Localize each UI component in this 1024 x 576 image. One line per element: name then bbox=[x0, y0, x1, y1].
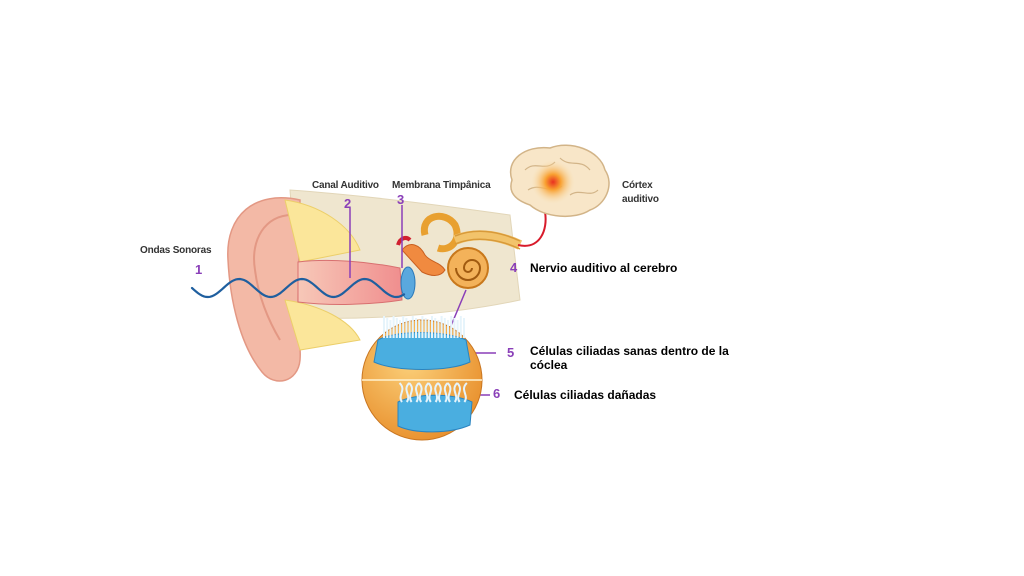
semicircular-canals bbox=[420, 212, 461, 253]
damaged-hair-cell bbox=[463, 382, 468, 403]
damaged-cells-base bbox=[397, 394, 473, 433]
outer-ear-fold bbox=[253, 214, 293, 341]
damaged-hair-cell bbox=[443, 382, 449, 403]
cochlea-spiral bbox=[455, 259, 482, 281]
ear-tissue bbox=[284, 199, 361, 263]
damaged-hair-cell bbox=[405, 382, 411, 403]
eardrum bbox=[400, 266, 416, 300]
label-celulas-sanas-line1: Células ciliadas sanas dentro de la bbox=[530, 344, 729, 358]
damaged-hair-cell bbox=[415, 382, 420, 403]
number-3: 3 bbox=[397, 192, 405, 207]
damaged-hair-cell bbox=[398, 382, 404, 403]
damaged-hair-cells bbox=[398, 382, 468, 403]
label-nervio-auditivo: Nervio auditivo al cerebro bbox=[530, 261, 678, 275]
auditory-nerve-lines bbox=[454, 230, 521, 250]
label-cortex-line1: Córtex bbox=[622, 180, 653, 191]
number-1: 1 bbox=[195, 262, 203, 277]
cochlea bbox=[447, 247, 489, 289]
healthy-cells-base bbox=[373, 332, 471, 370]
auditory-nerve bbox=[453, 230, 523, 250]
ossicles bbox=[401, 244, 446, 276]
sound-wave bbox=[190, 277, 406, 299]
damaged-hair-cell bbox=[434, 382, 439, 403]
damaged-hair-cell bbox=[424, 382, 430, 403]
damaged-hair-cell bbox=[456, 382, 461, 403]
damaged-hair-cell bbox=[427, 382, 433, 403]
number-4: 4 bbox=[510, 260, 518, 275]
number-2: 2 bbox=[344, 196, 352, 211]
damaged-hair-cell bbox=[408, 382, 413, 403]
label-canal-auditivo: Canal Auditivo bbox=[312, 180, 379, 191]
label-celulas-sanas-line2: cóclea bbox=[530, 358, 568, 372]
damaged-hair-cell bbox=[437, 382, 442, 403]
damaged-hair-cell bbox=[453, 382, 459, 403]
label-celulas-danadas: Células ciliadas dañadas bbox=[514, 388, 657, 402]
label-cortex-line2: auditivo bbox=[622, 194, 659, 205]
label-ondas-sonoras: Ondas Sonoras bbox=[140, 245, 212, 256]
middle-ear-vessel bbox=[396, 235, 412, 246]
healthy-hair-cells bbox=[383, 316, 465, 338]
number-6: 6 bbox=[493, 386, 501, 401]
outer-ear bbox=[227, 197, 301, 382]
label-membrana-timpanica: Membrana Timpânica bbox=[392, 180, 491, 191]
damaged-hair-cell bbox=[417, 382, 423, 403]
auditory-cortex-glow bbox=[531, 160, 575, 204]
number-5: 5 bbox=[507, 345, 515, 360]
damaged-hair-cell bbox=[446, 382, 452, 403]
